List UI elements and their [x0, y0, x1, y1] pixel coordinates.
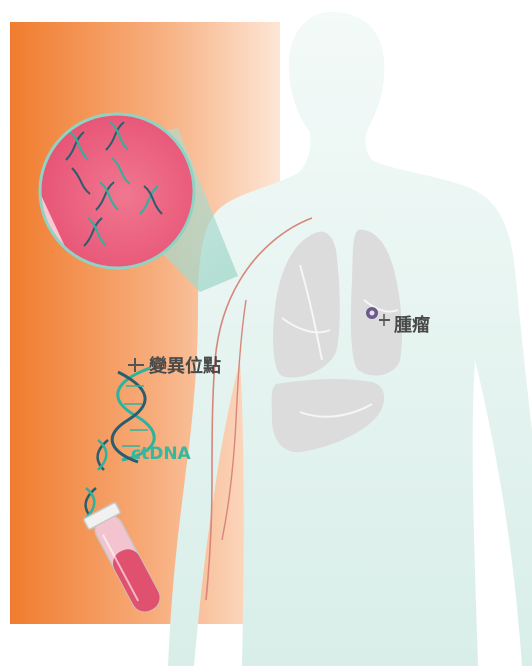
ctdna-label: ctDNA [131, 444, 191, 464]
mutation-site-label: 變異位點 [149, 352, 221, 378]
tumor-label: 腫瘤 [394, 311, 430, 337]
